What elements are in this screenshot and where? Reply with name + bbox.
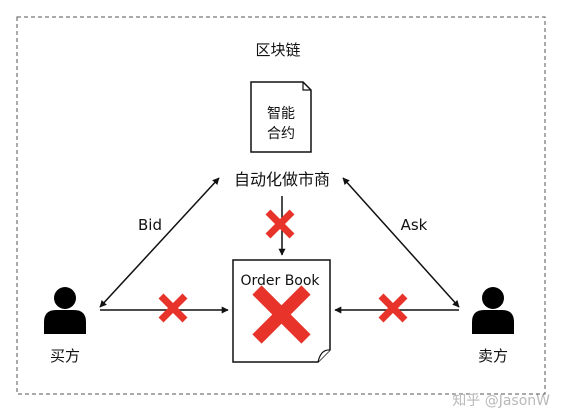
buyer-label: 买方 (50, 347, 80, 365)
cross-mark-icon (158, 293, 188, 323)
amm-label: 自动化做市商 (234, 170, 330, 189)
smart-contract-label-line1: 智能 (267, 106, 295, 122)
ask-arrow (342, 177, 460, 308)
person-silhouette-icon (472, 287, 514, 334)
seller: 卖方 (472, 287, 514, 365)
ask-label: Ask (401, 216, 428, 234)
blockchain-label: 区块链 (255, 41, 300, 59)
seller-label: 卖方 (478, 347, 508, 365)
order-book-label: Order Book (240, 273, 320, 289)
smart-contract-label-line2: 合约 (267, 126, 295, 142)
cross-mark-icon (265, 209, 295, 239)
blockchain-boundary (16, 16, 546, 395)
document-icon (250, 81, 312, 153)
buyer: 买方 (44, 287, 86, 365)
cross-mark-icon (378, 293, 408, 323)
cross-mark-icon (252, 285, 311, 344)
person-silhouette-icon (44, 287, 86, 334)
smart-contract-document: 智能 合约 (250, 81, 312, 153)
bid-arrow (99, 177, 220, 308)
watermark: 知乎 @JasonW (452, 392, 550, 409)
bid-label: Bid (138, 216, 162, 234)
